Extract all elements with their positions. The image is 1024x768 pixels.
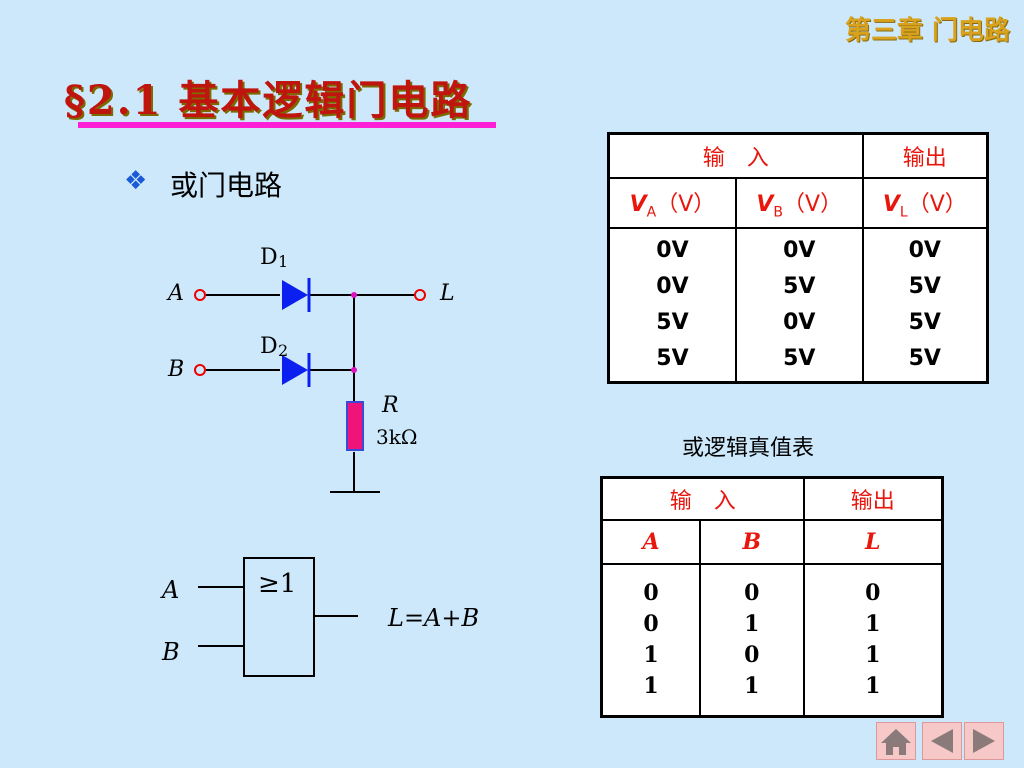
label-d2: D [260, 334, 278, 359]
next-arrow-icon [973, 729, 995, 753]
terminal-b [194, 364, 206, 376]
vt-col-l: VL（V） [861, 177, 989, 229]
terminal-l [414, 289, 426, 301]
tt-header-output: 输出 [802, 476, 944, 521]
vt-col-a: VA（V） [607, 177, 737, 229]
bullet-text: 或门电路 [170, 169, 283, 202]
tt-col-l: L [802, 519, 944, 565]
four-diamond-bullet-icon: ❖ [124, 166, 148, 196]
prev-arrow-icon [931, 729, 953, 753]
label-d1: D [260, 245, 278, 270]
gate-expression: L=A+B [387, 604, 479, 632]
gate-input-b: B [161, 638, 180, 666]
vt-header-input: 输 入 [607, 132, 864, 179]
tt-col-b: B [699, 519, 805, 565]
label-b: B [167, 357, 184, 382]
label-a: A [166, 281, 184, 306]
gate-input-a: A [160, 576, 179, 604]
or-gate-diode-circuit: D 1 D 2 A B L R 3kΩ [166, 245, 455, 493]
vt-header-output: 输出 [861, 132, 989, 179]
home-icon [881, 729, 911, 755]
diode-d2 [282, 355, 308, 385]
or-gate-symbol: ≥1 A B L=A+B [160, 557, 479, 677]
label-resistance: 3kΩ [376, 425, 417, 449]
vt-col-b: VB（V） [734, 177, 864, 229]
svg-text:2: 2 [278, 341, 288, 360]
prev-button[interactable] [922, 722, 962, 760]
terminal-a [194, 289, 206, 301]
resistor-r [346, 401, 364, 451]
tt-header-input: 输 入 [600, 476, 805, 521]
title-underline [78, 122, 496, 128]
chapter-label: 第三章 门电路 [844, 16, 1010, 46]
label-l: L [439, 281, 455, 306]
svg-text:1: 1 [278, 252, 288, 271]
tt-col-a: A [600, 519, 702, 565]
truth-table-caption: 或逻辑真值表 [682, 436, 815, 461]
slide-title: §2.1 基本逻辑门电路 [64, 77, 473, 124]
next-button[interactable] [964, 722, 1004, 760]
diode-d1 [282, 280, 308, 310]
label-r: R [381, 393, 399, 418]
home-button[interactable] [876, 722, 916, 760]
gate-symbol-text: ≥1 [258, 569, 296, 599]
